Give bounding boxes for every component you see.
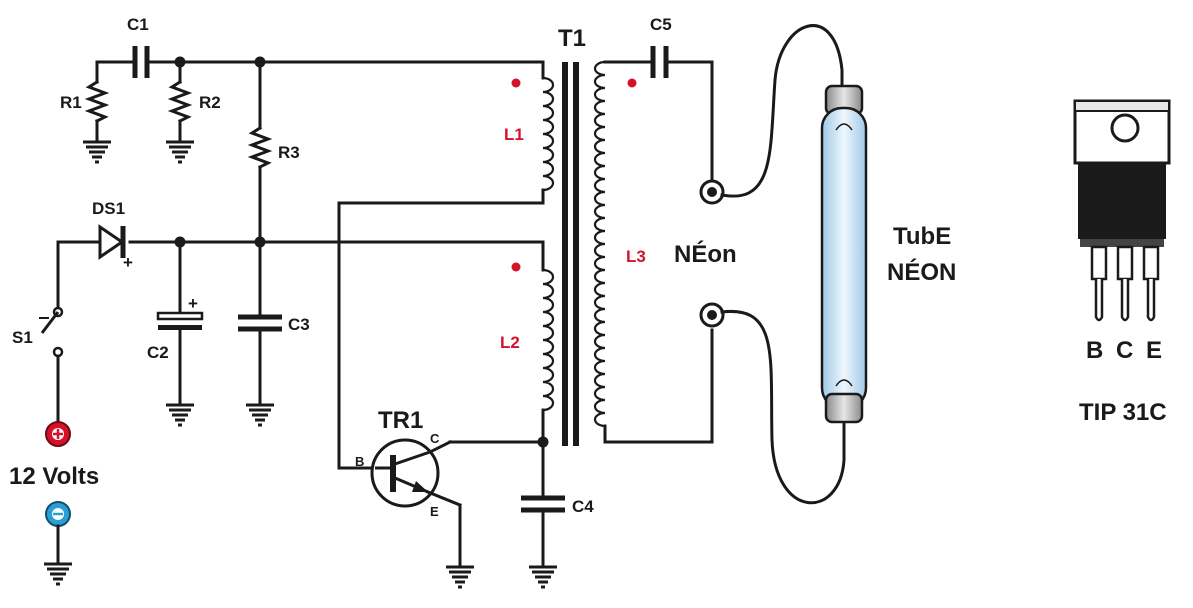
capacitor-c4 <box>521 440 565 589</box>
junction-dot <box>254 56 266 68</box>
label-neon: NÉon <box>674 240 737 268</box>
label-r3: R3 <box>278 143 300 162</box>
polarity-dot-l1 <box>511 78 521 88</box>
positive-terminal-icon[interactable] <box>45 421 71 447</box>
label-l2: L2 <box>500 333 520 352</box>
junction-dot <box>174 56 186 68</box>
label-r1: R1 <box>60 93 82 112</box>
negative-terminal-icon[interactable] <box>42 501 74 586</box>
polarity-dot-l2 <box>511 262 521 272</box>
capacitor-c1 <box>132 46 150 78</box>
top-rail-wire <box>95 60 545 80</box>
resistor-r2 <box>164 60 196 164</box>
label-r2: R2 <box>199 93 221 112</box>
diode-ds1 <box>98 224 126 260</box>
label-c5: C5 <box>650 15 672 34</box>
resistor-r1 <box>81 60 113 164</box>
tube-leads <box>720 24 846 505</box>
transistor-tr1 <box>370 438 476 589</box>
polarity-dot-l3 <box>627 78 637 88</box>
label-s1: S1 <box>12 328 33 347</box>
label-tube-2: NÉON <box>887 258 956 286</box>
label-c2-plus: + <box>188 294 198 313</box>
label-pin-c: C <box>1116 337 1133 364</box>
supply-rail-wire <box>56 240 545 310</box>
secondary-wire <box>603 60 714 444</box>
switch-s1[interactable] <box>39 306 64 422</box>
label-c3: C3 <box>288 315 310 334</box>
label-tr1: TR1 <box>378 407 423 434</box>
transformer-core <box>562 62 579 446</box>
label-c2: C2 <box>147 343 169 362</box>
label-voltage: 12 Volts <box>9 463 99 490</box>
coil-l1 <box>337 76 555 470</box>
label-c1: C1 <box>127 15 149 34</box>
label-c4: C4 <box>572 497 594 516</box>
label-l1: L1 <box>504 125 524 144</box>
coil-l2 <box>541 268 555 444</box>
output-terminal-bottom-icon[interactable] <box>699 302 725 328</box>
label-t1: T1 <box>558 25 586 52</box>
label-l3: L3 <box>626 247 646 266</box>
label-pin-b: B <box>1086 337 1103 364</box>
capacitor-c2 <box>156 240 204 427</box>
neon-tube <box>820 84 868 424</box>
tip31c-package <box>1073 99 1171 322</box>
label-tube-1: TubE <box>893 223 951 250</box>
resistor-r3 <box>247 60 273 244</box>
capacitor-c5 <box>650 46 669 78</box>
label-ds1: DS1 <box>92 199 125 218</box>
label-tr1-b: B <box>355 454 364 469</box>
output-terminal-top-icon[interactable] <box>699 179 725 205</box>
collector-wire <box>427 439 545 455</box>
label-tr1-e: E <box>430 504 439 519</box>
label-tr1-c: C <box>430 431 440 446</box>
label-part-number: TIP 31C <box>1079 399 1167 426</box>
capacitor-c3 <box>238 240 282 427</box>
label-ds1-plus: + <box>123 253 133 272</box>
coil-l3 <box>593 60 606 428</box>
label-pin-e: E <box>1146 337 1162 364</box>
